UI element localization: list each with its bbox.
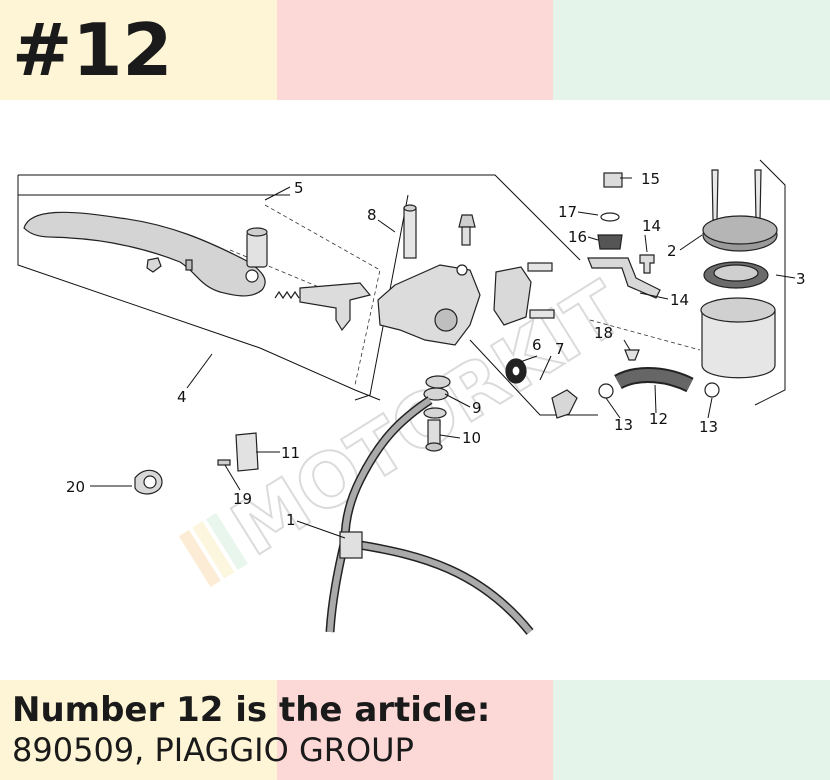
header-band-green — [553, 0, 830, 100]
callout-13-right: 13 — [699, 418, 718, 436]
callout-labels: 5 8 4 15 17 16 14 2 3 14 18 6 7 9 10 11 … — [66, 170, 806, 529]
lever-pivot-group — [146, 227, 372, 332]
callout-15: 14 — [670, 291, 689, 309]
callout-16: 15 — [641, 170, 660, 188]
part-number-heading: #12 — [12, 8, 173, 92]
leader-lines — [90, 177, 796, 539]
brake-lever — [23, 211, 266, 297]
callout-9: 9 — [472, 399, 482, 417]
callout-17: 16 — [568, 228, 587, 246]
push-rod-pin — [403, 204, 417, 259]
callout-5: 5 — [294, 179, 304, 197]
callout-3: 3 — [796, 270, 806, 288]
callout-12: 12 — [649, 410, 668, 428]
brake-hose — [325, 396, 534, 635]
watermark-stripe-yellow — [192, 521, 235, 579]
callout-18: 17 — [558, 203, 577, 221]
exploded-parts-diagram: MOTORKIT — [17, 159, 806, 635]
callout-20: 19 — [233, 490, 252, 508]
header-band-yellow — [0, 0, 277, 100]
callout-11: 11 — [281, 444, 300, 462]
caption-band — [0, 680, 830, 780]
callout-13-left: 13 — [614, 416, 633, 434]
callout-4: 4 — [177, 388, 187, 406]
callout-19: 18 — [594, 324, 613, 342]
callout-7: 7 — [555, 340, 565, 358]
callout-6: 6 — [532, 336, 542, 354]
fluid-reservoir-group — [587, 169, 778, 399]
master-cylinder-body — [377, 214, 555, 346]
callout-14: 14 — [642, 217, 661, 235]
header-band — [0, 0, 830, 100]
banjo-bolt-group — [423, 375, 451, 452]
callout-21: 20 — [66, 478, 85, 496]
caption-band-green — [553, 680, 830, 780]
reservoir-hose-fittings — [505, 358, 578, 419]
callout-1: 1 — [286, 511, 296, 529]
hose-clip-parts — [134, 432, 259, 495]
callout-2: 2 — [667, 242, 677, 260]
watermark-stripe-green — [205, 512, 248, 571]
caption-title: Number 12 is the article: — [12, 690, 491, 730]
callout-10: 10 — [462, 429, 481, 447]
watermark-stripe-orange — [178, 529, 221, 587]
caption-article-info: 890509, PIAGGIO GROUP — [12, 731, 414, 769]
callout-8: 8 — [367, 206, 377, 224]
caption-band-yellow — [0, 680, 277, 780]
caption-band-pink — [277, 680, 553, 780]
header-band-pink — [277, 0, 553, 100]
